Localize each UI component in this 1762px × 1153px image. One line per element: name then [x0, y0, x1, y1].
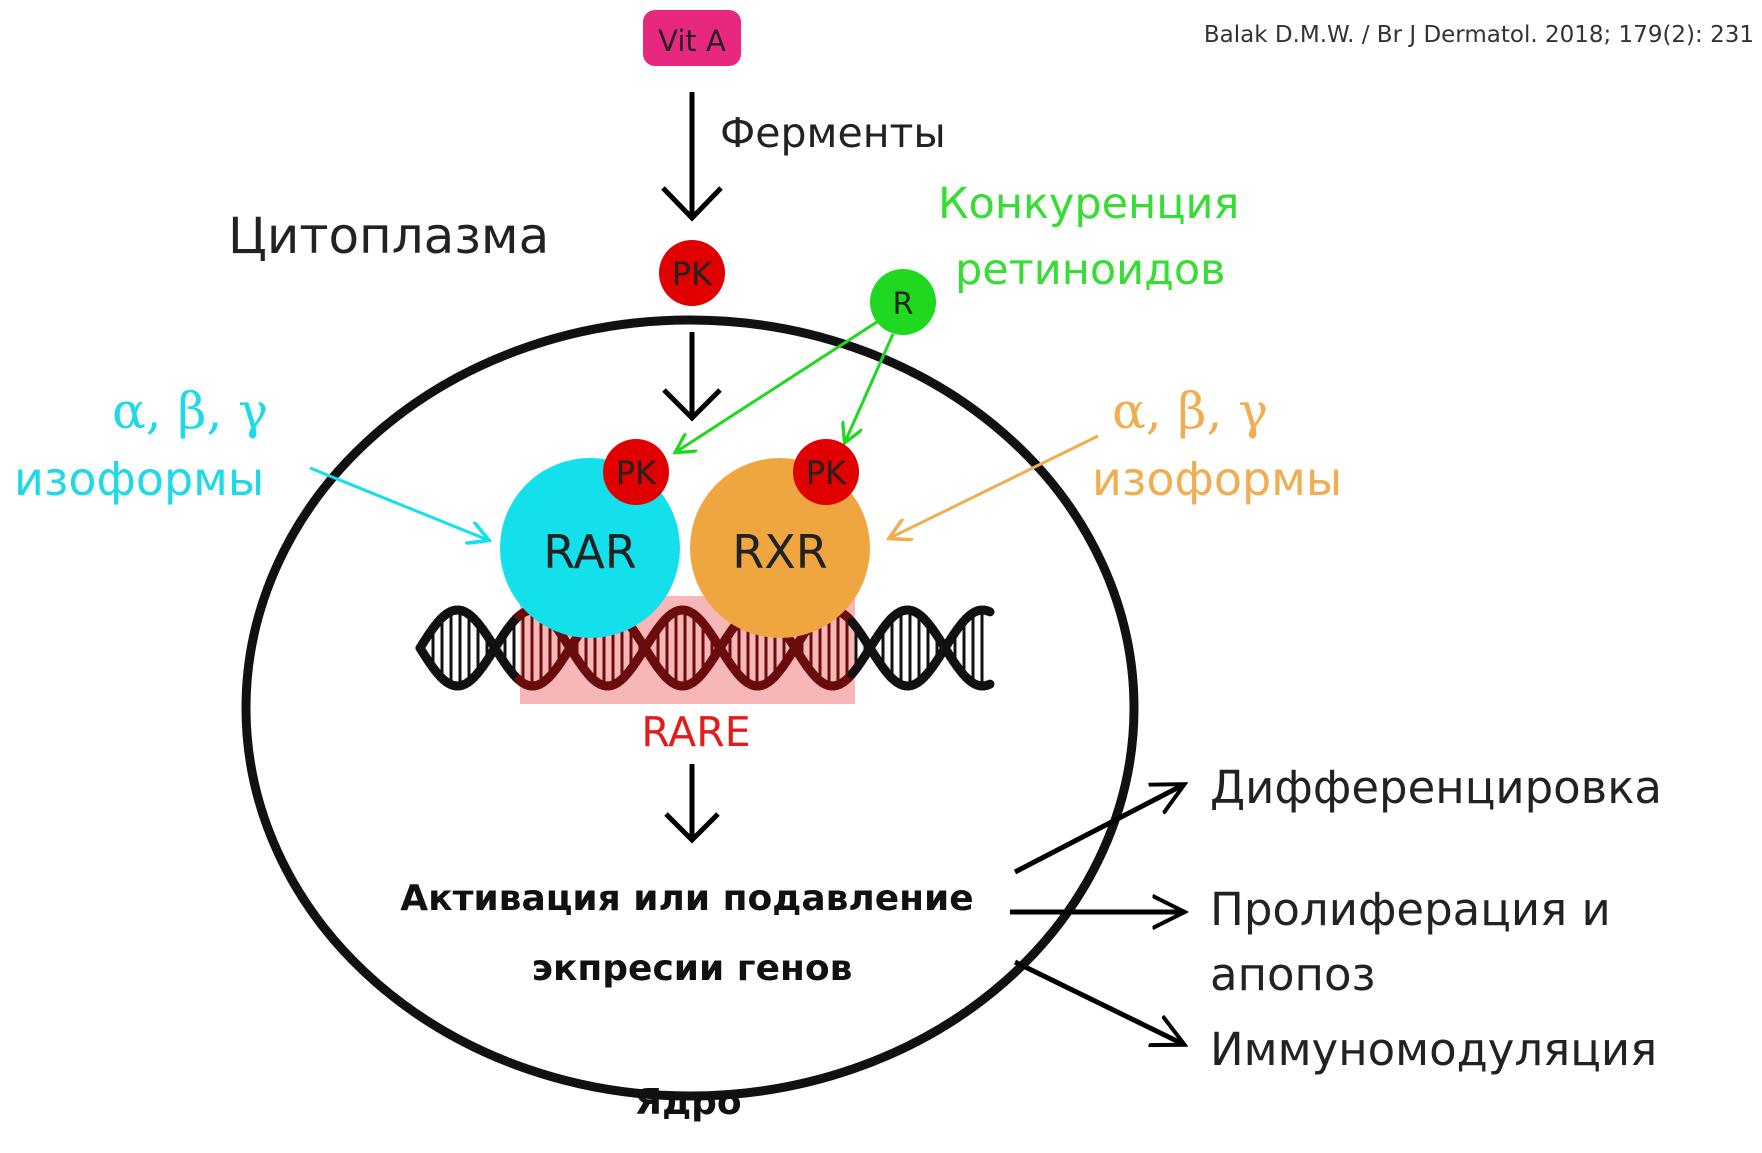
- rar-isoforms-arrow: [310, 468, 488, 540]
- competition-label-line2: ретиноидов: [955, 245, 1226, 295]
- competition-label-line1: Конкуренция: [938, 179, 1239, 229]
- pk-label-rar: PK: [616, 454, 657, 492]
- cytoplasm-label: Цитоплазма: [228, 207, 549, 265]
- rxr-isoforms-greek: α, β, γ: [1112, 382, 1268, 440]
- rxr-isoforms-word: изоформы: [1092, 452, 1342, 506]
- rar-isoforms-greek: α, β, γ: [112, 382, 268, 440]
- gene-expression-line1: Активация или подавление: [400, 878, 973, 919]
- dna-backbone: [987, 611, 990, 612]
- effect-proliferation-line1: Пролиферация и: [1210, 883, 1611, 936]
- gene-expression-line2: экпресии генов: [532, 948, 853, 989]
- rxr-label: RXR: [732, 525, 827, 579]
- vit-a-label: Vit A: [658, 24, 726, 58]
- effect-differentiation: Дифференцировка: [1210, 761, 1662, 814]
- r-label: R: [893, 287, 914, 322]
- rare-label: RARE: [641, 708, 750, 756]
- enzymes-label: Ферменты: [720, 109, 946, 157]
- citation-text: Balak D.M.W. / Br J Dermatol. 2018; 179(…: [1204, 22, 1754, 48]
- dna-backbone: [987, 684, 990, 685]
- effect-immunomodulation: Иммуномодуляция: [1210, 1023, 1657, 1076]
- pk-label-top: PK: [672, 255, 713, 293]
- pk-label-rxr: PK: [806, 454, 847, 492]
- rxr-isoforms-arrow: [890, 436, 1098, 538]
- rar-label: RAR: [543, 525, 637, 579]
- effect-proliferation-line2: апопоз: [1210, 948, 1375, 1001]
- rar-isoforms-word: изоформы: [14, 452, 264, 506]
- effect-arrow-immunomodulation: [1015, 962, 1183, 1044]
- nucleus-label: Ядро: [634, 1082, 741, 1123]
